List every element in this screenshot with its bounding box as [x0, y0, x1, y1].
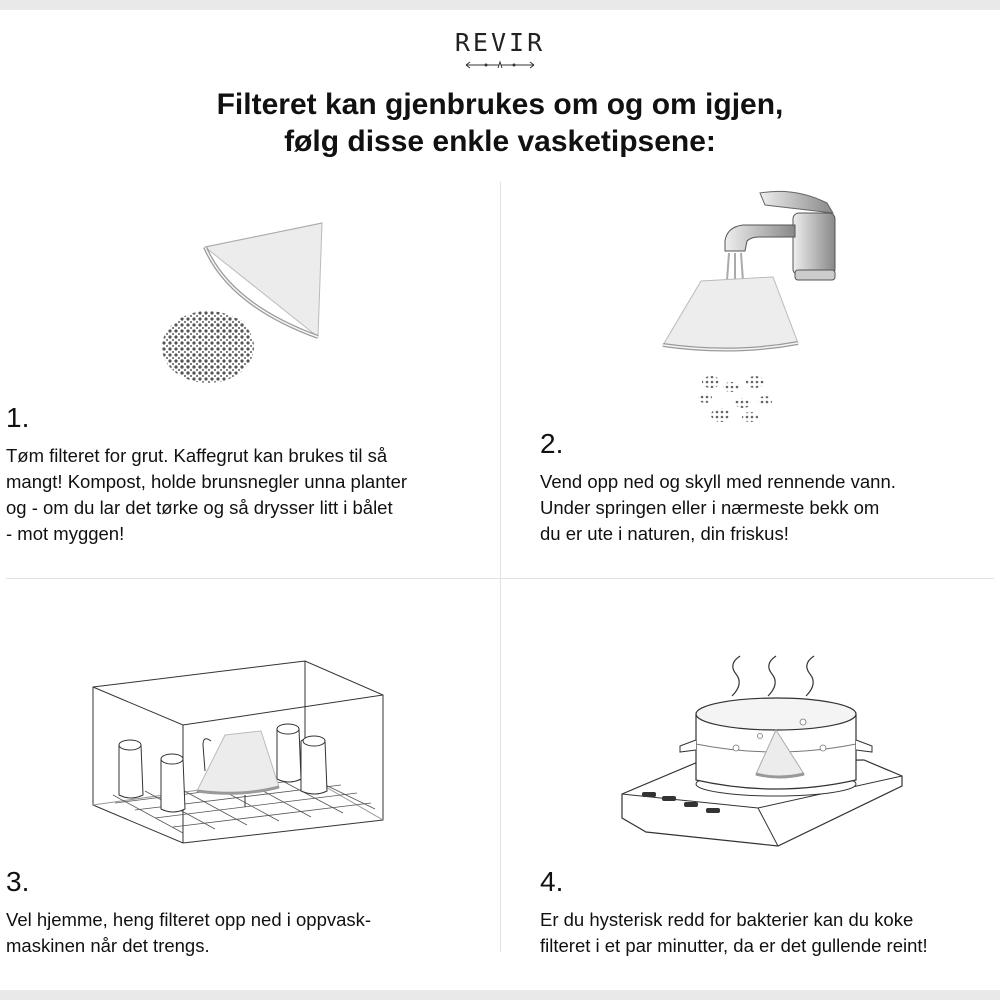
top-band [0, 0, 1000, 10]
bottom-band [0, 990, 1000, 1000]
step-2-line-1: Vend opp ned og skyll med rennende vann. [540, 471, 896, 492]
headline-line-2: følg disse enkle vasketipsene: [284, 125, 716, 158]
headline-line-1: Filteret kan gjenbrukes om og om igjen, [216, 88, 784, 121]
brand-name: REVIR [454, 28, 546, 57]
vertical-divider [500, 182, 501, 952]
step-2-number: 2. [540, 428, 564, 459]
step-3-number: 3. [6, 866, 30, 897]
step-1-line-2: mangt! Kompost, holde brunsnegler unna p… [6, 471, 408, 492]
dishwasher-rack-icon [92, 660, 384, 844]
step-4-line-1: Er du hysterisk redd for bakterier kan d… [540, 909, 914, 930]
logo-ornament-icon [465, 60, 535, 69]
step-3-line-2: maskinen når det trengs. [6, 935, 210, 956]
filter-with-coffee-grounds-icon [162, 222, 323, 383]
horizontal-divider [6, 578, 994, 579]
step-3-line-1: Vel hjemme, heng filteret opp ned i oppv… [6, 909, 372, 930]
step-1-description: Tøm filteret for grut. Kaffegrut kan bru… [6, 443, 407, 547]
step-2-line-2: Under springen eller i nærmeste bekk om [540, 497, 880, 518]
step-3-description: Vel hjemme, heng filteret opp ned i oppv… [6, 907, 371, 959]
step-4-number: 4. [540, 866, 564, 897]
step-1-number: 1. [6, 402, 30, 433]
faucet-rinsing-filter-icon [662, 190, 836, 422]
step-1-line-1: Tøm filteret for grut. Kaffegrut kan bru… [6, 445, 388, 466]
step-4-line-2: filteret i et par minutter, da er det gu… [540, 935, 928, 956]
brand-logo: REVIR [440, 28, 560, 70]
boiling-pot-on-stove-icon [621, 655, 903, 847]
step-1-line-4: - mot myggen! [6, 523, 125, 544]
step-1-line-3: og - om du lar det tørke og så drysser l… [6, 497, 393, 518]
step-2-description: Vend opp ned og skyll med rennende vann.… [540, 469, 896, 547]
page-headline: Filteret kan gjenbrukes om og om igjen, … [0, 86, 1000, 160]
step-4-description: Er du hysterisk redd for bakterier kan d… [540, 907, 928, 959]
step-2-line-3: du er ute i naturen, din friskus! [540, 523, 789, 544]
